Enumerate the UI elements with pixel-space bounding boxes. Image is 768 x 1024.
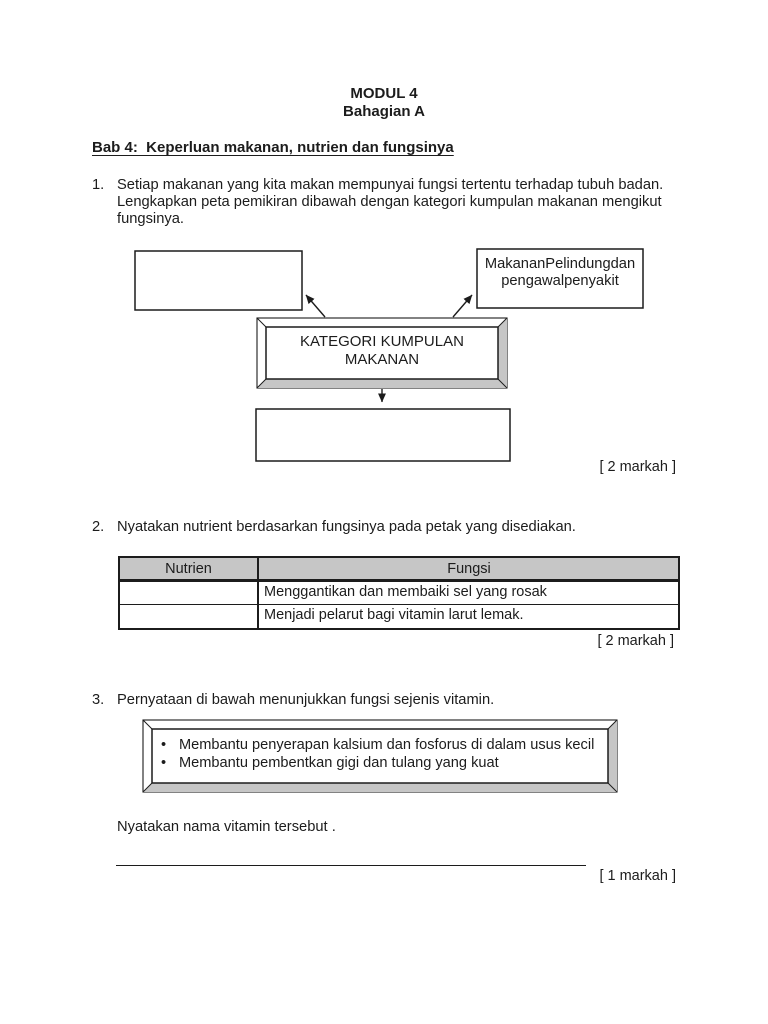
list-item-text: Membantu pembentkan gigi dan tulang yang…: [179, 754, 499, 771]
section-title: Bahagian A: [343, 103, 425, 120]
chapter-heading: Bab 4: Keperluan makanan, nutrien dan fu…: [92, 139, 454, 156]
bullet-icon: •: [161, 754, 167, 771]
table-header-row: Nutrien Fungsi: [120, 558, 678, 582]
top-right-box-label: MakananPelindungdan pengawalpenyakit: [477, 256, 643, 289]
q1-number: 1.: [92, 177, 105, 193]
table-header-fungsi: Fungsi: [447, 561, 491, 577]
list-item: • Membantu pembentkan gigi dan tulang ya…: [161, 755, 606, 773]
module-title: MODUL 4: [350, 85, 418, 102]
q3-text: Pernyataan di bawah menunjukkan fungsi s…: [117, 692, 495, 708]
nutrient-table: Nutrien Fungsi Menggantikan dan membaiki…: [118, 556, 680, 630]
answer-blank-line: [116, 849, 586, 866]
arrow-to-top-left: [305, 294, 326, 318]
table-row: Menggantikan dan membaiki sel yang rosak: [120, 582, 678, 605]
table-cell-fungsi: Menggantikan dan membaiki sel yang rosak: [264, 584, 547, 600]
q3-marks: [ 1 markah ]: [599, 868, 676, 884]
table-row: Menjadi pelarut bagi vitamin larut lemak…: [120, 605, 678, 628]
vitamin-function-list: • Membantu penyerapan kalsium dan fosfor…: [161, 737, 606, 772]
answer-box-bottom: [255, 408, 511, 462]
list-item-text: Membantu penyerapan kalsium dan fosforus…: [179, 737, 595, 753]
table-cell-nutrien: [120, 605, 259, 628]
top-right-box-label-line: pengawalpenyakit: [501, 272, 619, 289]
q2-text: Nyatakan nutrient berdasarkan fungsinya …: [117, 519, 576, 535]
vitamin-bevel-box: [142, 719, 618, 793]
q1-text-line: Lengkapkan peta pemikiran dibawah dengan…: [117, 194, 662, 210]
top-right-box-label-line: MakananPelindungdan: [484, 256, 636, 272]
q2-marks: [ 2 markah ]: [597, 633, 674, 649]
arrow-to-top-right: [452, 294, 473, 318]
category-box-label: KATEGORI KUMPULAN MAKANAN: [257, 333, 507, 368]
answer-box-top-left: [134, 250, 303, 311]
q1-text-line: fungsinya.: [117, 211, 184, 227]
table-cell-nutrien: [120, 582, 259, 604]
q1-text: Setiap makanan yang kita makan mempunyai…: [117, 177, 663, 228]
category-bevel-box: [256, 317, 508, 389]
q3-prompt: Nyatakan nama vitamin tersebut .: [117, 819, 336, 835]
q2-number: 2.: [92, 519, 105, 535]
category-box-label-line: MAKANAN: [344, 350, 420, 368]
bullet-icon: •: [161, 737, 167, 753]
category-box-label-line: KATEGORI KUMPULAN: [300, 333, 464, 350]
q3-number: 3.: [92, 692, 105, 708]
list-item: • Membantu penyerapan kalsium dan fosfor…: [161, 737, 606, 755]
table-cell-fungsi: Menjadi pelarut bagi vitamin larut lemak…: [264, 607, 524, 623]
label-box-top-right: [476, 248, 644, 309]
q1-marks: [ 2 markah ]: [599, 459, 676, 475]
q1-text-line: Setiap makanan yang kita makan mempunyai…: [117, 177, 664, 193]
table-header-nutrien: Nutrien: [120, 558, 259, 579]
